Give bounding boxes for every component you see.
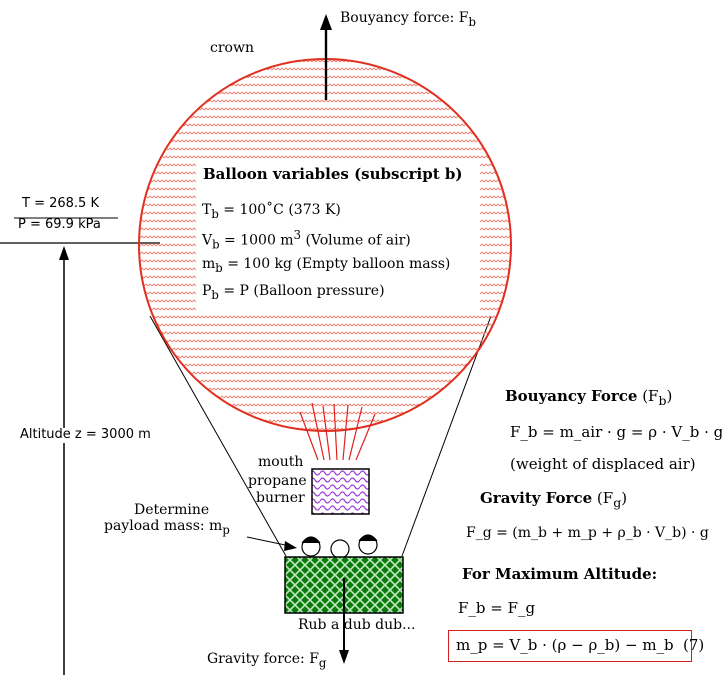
burner-label: burner (256, 490, 305, 506)
gravity-force-label: Gravity force: Fg (207, 651, 327, 670)
gravity-arrowhead (339, 650, 349, 664)
rope-right (401, 315, 492, 557)
gravity-heading: Gravity Force (Fg) (480, 489, 628, 510)
burner-flames (299, 402, 376, 461)
variable-volume: Vb = 1000 m3 (Volume of air) (202, 228, 411, 252)
altitude-label: Altitude z = 3000 m (18, 427, 153, 443)
force-equality: F_b = F_g (458, 599, 536, 617)
variable-pressure: Pb = P (Balloon pressure) (202, 283, 385, 302)
rope-left (149, 315, 287, 557)
bouyancy-arrowhead (320, 14, 332, 30)
basket-caption: Rub a dub dub... (298, 617, 416, 633)
altitude-arrowhead (59, 246, 69, 260)
bouyancy-force-label: Bouyancy force: Fb (340, 10, 476, 29)
variable-temperature: Tb = 100˚C (373 K) (202, 202, 341, 221)
equation-number: (7) (683, 636, 705, 654)
payload-pointer (246, 536, 291, 547)
mouth-label: mouth (258, 454, 304, 470)
payload-mass-label: payload mass: mp (104, 518, 230, 537)
payload-pointer-head (284, 541, 297, 551)
determine-label: Determine (134, 502, 210, 518)
propane-label: propane (248, 473, 307, 489)
passengers (301, 534, 378, 559)
temperature-label: T = 268.5 K (22, 196, 99, 211)
bouyancy-heading: Bouyancy Force (Fb) (505, 387, 673, 408)
result-equation: m_p = V_b · (ρ − ρ_b) − m_b (456, 636, 674, 654)
crown-label: crown (210, 40, 254, 56)
propane-burner (311, 468, 370, 515)
result-equation-box (448, 630, 692, 662)
balloon-variables-title: Balloon variables (subscript b) (203, 165, 463, 183)
pressure-label: P = 69.9 kPa (18, 217, 101, 232)
gravity-equation: F_g = (m_b + m_p + ρ_b · V_b) · g (466, 525, 709, 541)
bouyancy-note: (weight of displaced air) (510, 455, 696, 473)
max-altitude-heading: For Maximum Altitude: (462, 565, 658, 583)
bouyancy-equation: F_b = m_air · g = ρ · V_b · g (510, 423, 722, 441)
variable-mass: mb = 100 kg (Empty balloon mass) (202, 256, 451, 275)
balloon-variables-box (196, 162, 480, 312)
